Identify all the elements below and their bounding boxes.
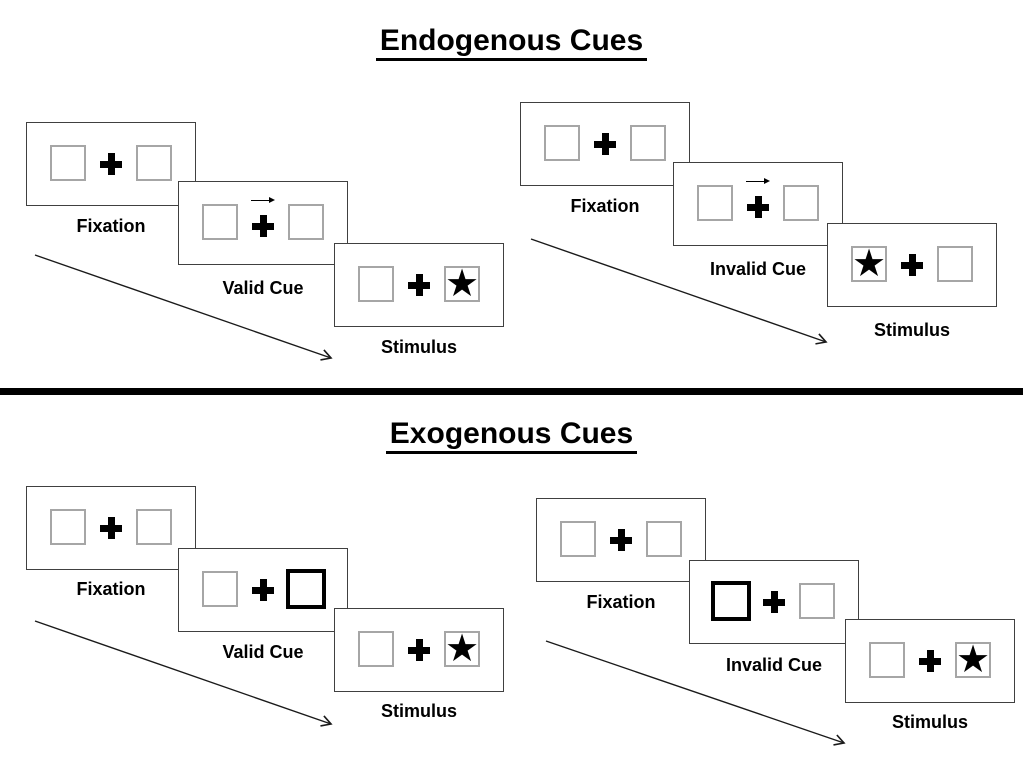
section-divider — [0, 388, 1023, 395]
fixation-cross-icon — [252, 215, 274, 237]
exo-invalid-sequence-arrow — [545, 640, 846, 746]
endo-invalid-cue-panel — [673, 162, 843, 246]
panel-label: Fixation — [76, 216, 146, 236]
panel-label: Valid Cue — [222, 278, 304, 298]
endo-invalid-stimulus-panel: ★ — [827, 223, 997, 307]
star-target-icon: ★ — [955, 636, 991, 681]
endo-valid-fixation-panel — [26, 122, 196, 206]
right-placeholder-box — [937, 246, 973, 282]
right-placeholder-box — [783, 185, 819, 221]
endo-valid-sequence-arrow — [34, 254, 333, 361]
target-box: ★ — [444, 625, 480, 670]
exo-invalid-stimulus-panel: ★ — [845, 619, 1015, 703]
endo-invalid-fixation-panel — [520, 102, 690, 186]
fixation-cross-icon — [763, 591, 785, 613]
right-placeholder-box — [630, 125, 666, 161]
endo-valid-stimulus-panel: ★ — [334, 243, 504, 327]
endo-invalid-sequence-arrow — [530, 238, 828, 345]
fixation-cross-icon — [408, 639, 430, 661]
left-placeholder-box — [358, 266, 394, 302]
fixation-cross-icon — [919, 650, 941, 672]
fixation-cross-icon — [610, 529, 632, 551]
target-box: ★ — [955, 636, 991, 681]
right-placeholder-box — [799, 583, 835, 619]
star-target-icon: ★ — [444, 625, 480, 670]
panel-label: Stimulus — [380, 701, 457, 721]
exo-valid-cue-panel — [178, 548, 348, 632]
panel-label: Valid Cue — [222, 642, 304, 662]
panel-label: Invalid Cue — [709, 259, 807, 279]
fixation-cross-icon — [100, 153, 122, 175]
left-placeholder-box — [358, 631, 394, 667]
exo-invalid-fixation-panel — [536, 498, 706, 582]
left-placeholder-box — [202, 571, 238, 607]
exo-valid-stimulus-panel: ★ — [334, 608, 504, 692]
fixation-cross-icon — [901, 254, 923, 276]
endogenous-section-title: Endogenous Cues — [0, 24, 1023, 61]
bold-cue-box — [286, 569, 326, 609]
panel-label: Fixation — [76, 579, 146, 599]
fixation-cross-icon — [594, 133, 616, 155]
right-arrow-cue-icon — [746, 177, 770, 186]
panel-label: Fixation — [570, 196, 640, 216]
star-target-icon: ★ — [851, 240, 887, 285]
panel-label: Invalid Cue — [725, 655, 823, 675]
right-placeholder-box — [136, 145, 172, 181]
right-arrow-cue-icon — [251, 196, 275, 205]
left-placeholder-box — [697, 185, 733, 221]
fixation-cross-icon — [252, 579, 274, 601]
panel-label: Stimulus — [380, 337, 457, 357]
left-placeholder-box — [544, 125, 580, 161]
left-placeholder-box — [560, 521, 596, 557]
fixation-cross-icon — [747, 196, 769, 218]
right-placeholder-box — [136, 509, 172, 545]
exo-invalid-cue-panel — [689, 560, 859, 644]
exo-valid-fixation-panel — [26, 486, 196, 570]
left-placeholder-box — [50, 509, 86, 545]
star-target-icon: ★ — [444, 260, 480, 305]
left-placeholder-box — [869, 642, 905, 678]
exo-valid-sequence-arrow — [34, 620, 333, 727]
left-placeholder-box — [50, 145, 86, 181]
left-placeholder-box — [202, 204, 238, 240]
panel-label: Fixation — [586, 592, 656, 612]
panel-label: Stimulus — [873, 320, 950, 340]
fixation-cross-icon — [408, 274, 430, 296]
right-placeholder-box — [646, 521, 682, 557]
target-box: ★ — [851, 240, 887, 285]
target-box: ★ — [444, 260, 480, 305]
bold-cue-box — [711, 581, 751, 621]
fixation-cross-icon — [100, 517, 122, 539]
right-placeholder-box — [288, 204, 324, 240]
endo-valid-cue-panel — [178, 181, 348, 265]
panel-label: Stimulus — [891, 712, 968, 732]
exogenous-section-title: Exogenous Cues — [0, 417, 1023, 454]
